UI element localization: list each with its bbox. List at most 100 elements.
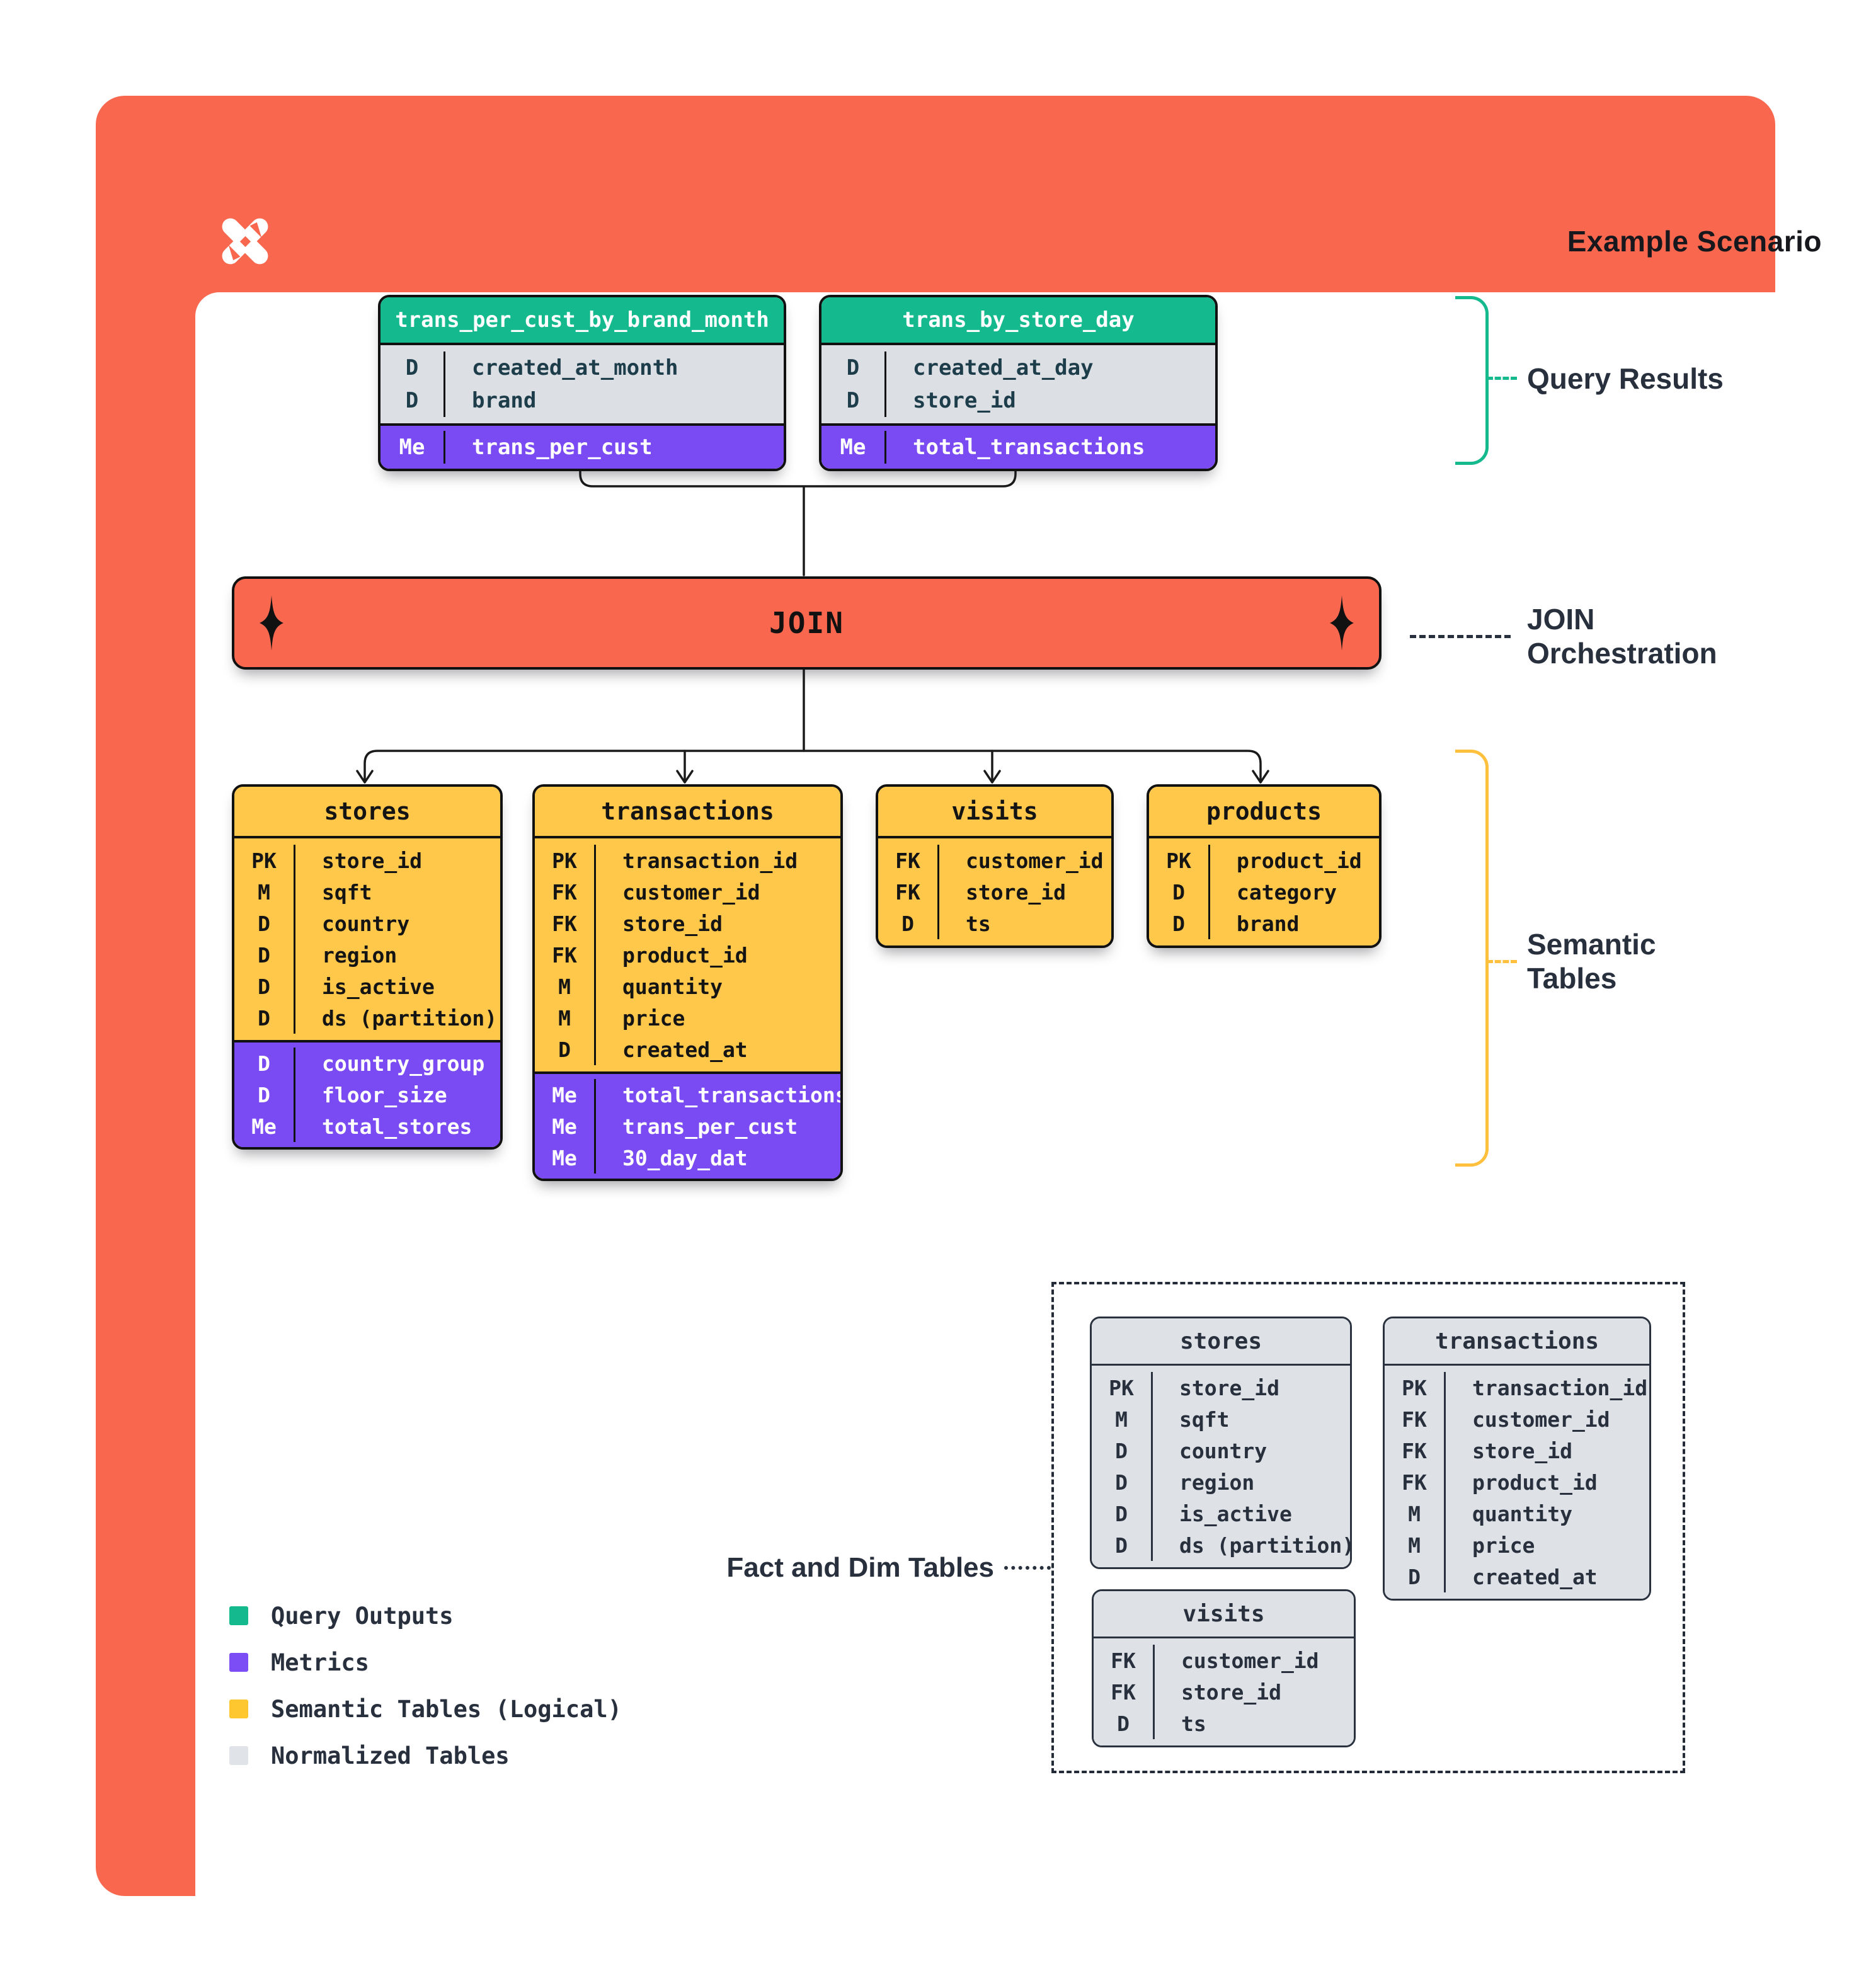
table-title: products <box>1149 787 1379 838</box>
table-row: FK customer_id <box>535 876 840 908</box>
row-field-name: product_id <box>622 942 748 968</box>
row-field-name: quantity <box>622 974 723 999</box>
row-field-name: country_group <box>322 1051 485 1076</box>
row-field-name: customer_id <box>622 879 760 905</box>
row-field-name: floor_size <box>322 1082 447 1107</box>
query-results-label: Query Results <box>1527 362 1724 395</box>
row-field-name: ds (partition) <box>1179 1533 1352 1558</box>
row-key-badge: D <box>1385 1561 1446 1592</box>
row-key-badge: M <box>535 971 596 1002</box>
row-field-name: region <box>1179 1470 1255 1495</box>
row-key-badge: PK <box>535 845 596 876</box>
fact-dim-label: Fact and Dim Tables <box>726 1552 994 1583</box>
row-field-name: store_id <box>1179 1375 1279 1400</box>
legend-label: Query Outputs <box>271 1602 454 1630</box>
row-field-name: total_transactions <box>622 1082 843 1107</box>
row-field-name: ts <box>966 911 991 936</box>
row-field-name: is_active <box>1179 1501 1292 1526</box>
row-key-badge: Me <box>535 1111 596 1142</box>
row-key-badge: D <box>234 939 295 971</box>
row-field-name: price <box>622 1005 685 1031</box>
query-results-connector <box>1487 377 1517 380</box>
row-key-badge: Me <box>821 431 886 464</box>
row-key-badge: D <box>234 971 295 1002</box>
row-field-name: total_stores <box>322 1114 472 1139</box>
row-field-name: country <box>1179 1438 1267 1463</box>
table-title: stores <box>234 787 500 838</box>
row-field-name: created_at_month <box>472 355 678 380</box>
row-field-name: quantity <box>1472 1501 1572 1526</box>
row-field-name: sqft <box>1179 1407 1230 1432</box>
row-key-badge: D <box>1092 1529 1153 1561</box>
legend-label: Semantic Tables (Logical) <box>271 1695 622 1723</box>
legend-label: Normalized Tables <box>271 1742 510 1769</box>
row-field-name: product_id <box>1472 1470 1598 1495</box>
row-field-name: country <box>322 911 410 936</box>
row-field-name: category <box>1237 879 1337 905</box>
row-key-badge: D <box>380 351 445 384</box>
row-key-badge: D <box>234 908 295 939</box>
row-field-name: transaction_id <box>622 848 798 873</box>
row-field-name: sqft <box>322 879 372 905</box>
row-key-badge: FK <box>1385 1466 1446 1498</box>
legend-item: Metrics <box>229 1639 683 1686</box>
legend-item: Semantic Tables (Logical) <box>229 1686 683 1732</box>
row-key-badge: Me <box>380 431 445 464</box>
sparkle-icon <box>1330 595 1354 651</box>
row-key-badge: PK <box>1092 1372 1153 1403</box>
table-row: PK transaction_id <box>535 845 840 876</box>
row-field-name: customer_id <box>966 848 1104 873</box>
row-field-name: store_id <box>913 388 1016 413</box>
row-key-badge: M <box>234 876 295 908</box>
row-field-name: price <box>1472 1533 1535 1558</box>
row-key-badge: M <box>535 1002 596 1034</box>
row-key-badge: M <box>1092 1403 1153 1435</box>
row-field-name: customer_id <box>1472 1407 1610 1432</box>
table-title: stores <box>1092 1318 1350 1366</box>
row-key-badge: D <box>878 908 939 939</box>
row-key-badge: D <box>234 1079 295 1111</box>
row-key-badge: D <box>380 384 445 417</box>
row-key-badge: FK <box>535 876 596 908</box>
row-field-name: is_active <box>322 974 435 999</box>
row-key-badge: D <box>234 1002 295 1034</box>
table-title: transactions <box>1385 1318 1649 1366</box>
row-field-name: ts <box>1181 1711 1206 1736</box>
row-key-badge: D <box>234 1048 295 1079</box>
row-field-name: region <box>322 942 398 968</box>
row-key-badge: FK <box>1094 1676 1155 1708</box>
row-key-badge: D <box>1092 1466 1153 1498</box>
row-key-badge: PK <box>234 845 295 876</box>
join-label: JOIN <box>769 606 844 640</box>
table-title: visits <box>1094 1591 1354 1638</box>
sparkle-icon <box>260 595 283 651</box>
semantic-tables-label: Semantic Tables <box>1527 928 1656 995</box>
row-key-badge: D <box>821 384 886 417</box>
